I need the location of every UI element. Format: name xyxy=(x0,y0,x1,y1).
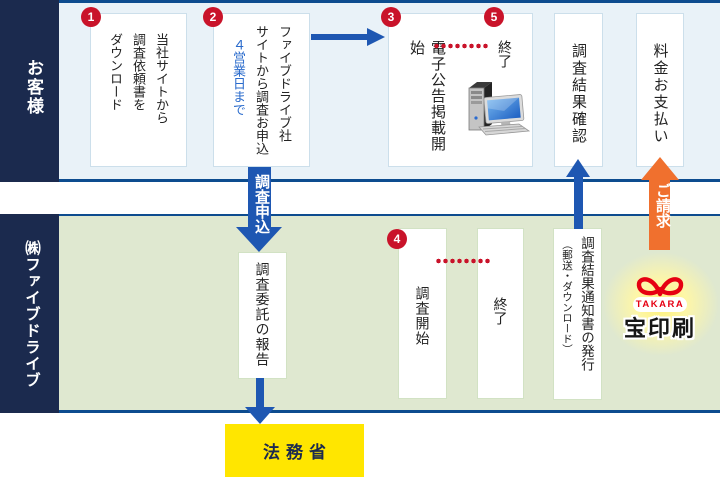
customer-lane-label: お客様 xyxy=(24,59,43,116)
company-lane-label: ㈱ファイブドライブ xyxy=(23,240,40,389)
step2-text: ファイブドライブ社 サイトから調査お申込 xyxy=(254,25,292,155)
step4-text: 調査開始 xyxy=(414,286,431,346)
customer-lane-bottom-line xyxy=(0,179,720,182)
check-results-box: 調査結果確認 xyxy=(554,13,603,167)
arrow-report-to-ministry-body xyxy=(256,378,264,408)
end-box: 終了 xyxy=(477,228,524,399)
step3-number-badge: 3 xyxy=(381,7,401,27)
arrow-billing-head-icon xyxy=(641,157,679,180)
arrow-apply-body xyxy=(248,167,271,228)
step3-text: 電子公告掲載開始 xyxy=(408,40,446,152)
takara-ribbon-icon xyxy=(634,273,686,300)
step4-box: 調査開始 xyxy=(398,228,447,399)
notice-sub-text: （郵送・ダウンロード） xyxy=(561,239,573,355)
arrow-notice-to-check-body xyxy=(574,176,583,229)
company-lane-sidebar xyxy=(0,214,59,413)
step5-end-text: 終了 xyxy=(497,40,513,68)
top-border-line xyxy=(0,0,720,3)
report-text: 調査委託の報告 xyxy=(254,262,271,367)
customer-lane-sidebar xyxy=(0,0,59,182)
report-box: 調査委託の報告 xyxy=(238,252,287,379)
arrow-apply-label: 調査申込 xyxy=(253,174,270,234)
payment-text: 料金お支払い xyxy=(651,43,669,145)
notice-box: 調査結果通知書の発行 （郵送・ダウンロード） xyxy=(553,228,602,400)
step2-box: ファイブドライブ社 サイトから調査お申込 ４営業日まで xyxy=(213,13,310,167)
step1-box: 当社サイトから 調査依頼書を ダウンロード xyxy=(90,13,187,167)
takara-company-name: 宝印刷 xyxy=(623,316,696,341)
ministry-label: 法務省 xyxy=(263,443,332,462)
arrow-apply-head-icon xyxy=(236,227,282,252)
company-lane-top-line xyxy=(0,214,720,217)
arrow-billing-body xyxy=(649,179,670,250)
step1-number-badge: 1 xyxy=(81,7,101,27)
arrow-step2-to-step3-body xyxy=(311,34,368,40)
dotted-connector-bottom xyxy=(435,258,491,264)
step1-text: 当社サイトから 調査依頼書を ダウンロード xyxy=(108,33,169,124)
arrow-step2-to-step3-head-icon xyxy=(367,28,385,46)
arrow-report-to-ministry-head-icon xyxy=(245,407,275,424)
arrow-billing-label: ご請求 xyxy=(654,183,671,228)
step2-number-badge: 2 xyxy=(203,7,223,27)
ministry-box: 法務省 xyxy=(225,424,364,477)
step5-number-badge: 5 xyxy=(484,7,504,27)
company-lane-bottom-line xyxy=(0,410,720,413)
step3-box: 電子公告掲載開始 終了 xyxy=(388,13,533,167)
arrow-notice-to-check-head-icon xyxy=(566,159,590,177)
end-text: 終了 xyxy=(492,297,509,325)
check-results-text: 調査結果確認 xyxy=(570,43,587,145)
payment-box: 料金お支払い xyxy=(636,13,684,167)
dotted-connector-top xyxy=(433,43,489,49)
computer-icon xyxy=(449,80,531,136)
notice-main-text: 調査結果通知書の発行 xyxy=(579,236,594,371)
takara-brand-badge: TAKARA xyxy=(633,297,687,312)
step4-number-badge: 4 xyxy=(387,229,407,249)
step2-deadline-note: ４営業日まで xyxy=(231,38,246,116)
